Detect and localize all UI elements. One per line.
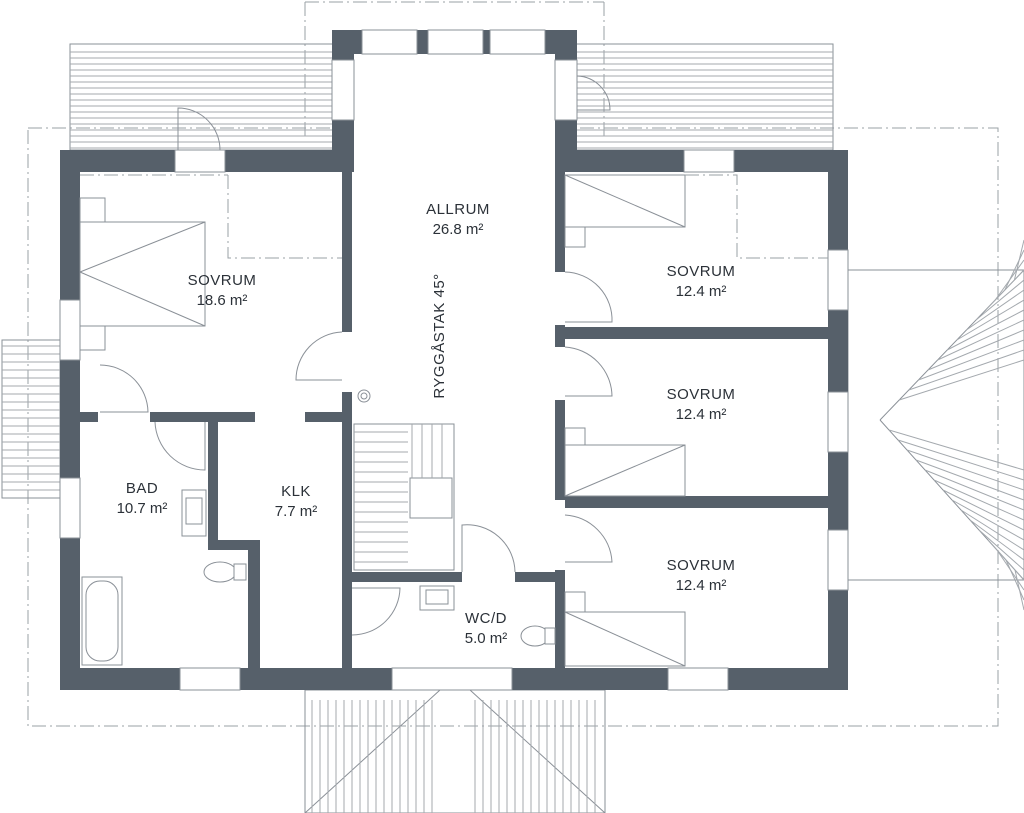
toilet-bad <box>203 561 247 583</box>
chimney-symbol <box>357 389 371 403</box>
ridge-roof-label: RYGGÅSTAK 45° <box>431 273 448 398</box>
room-wcd: WC/D 5.0 m² <box>465 610 508 647</box>
dormer-roof-right <box>847 239 1024 611</box>
room-name: SOVRUM <box>667 557 736 574</box>
balcony-right <box>574 43 834 151</box>
room-name: SOVRUM <box>188 272 257 289</box>
sink-bad <box>181 489 207 537</box>
room-sovrum-3: SOVRUM 12.4 m² <box>667 557 736 594</box>
bed-outlines <box>79 174 828 667</box>
room-name: SOVRUM <box>667 386 736 403</box>
room-allrum: ALLRUM 26.8 m² <box>426 201 490 238</box>
room-name: KLK <box>281 483 311 500</box>
porch-left <box>1 339 61 499</box>
room-area: 12.4 m² <box>676 283 727 300</box>
bathtub <box>81 576 123 666</box>
toilet-wc <box>520 625 556 647</box>
room-area: 5.0 m² <box>465 630 508 647</box>
room-klk: KLK 7.7 m² <box>275 483 318 520</box>
room-area: 12.4 m² <box>676 577 727 594</box>
room-sovrum-main: SOVRUM 18.6 m² <box>188 272 257 309</box>
room-name: BAD <box>126 480 158 497</box>
room-area: 18.6 m² <box>197 292 248 309</box>
staircase <box>353 423 455 571</box>
room-sovrum-2: SOVRUM 12.4 m² <box>667 386 736 423</box>
doors <box>99 75 613 636</box>
room-area: 12.4 m² <box>676 406 727 423</box>
room-name: ALLRUM <box>426 201 490 218</box>
room-name: WC/D <box>465 610 507 627</box>
room-area: 7.7 m² <box>275 503 318 520</box>
room-bad: BAD 10.7 m² <box>117 480 168 517</box>
room-sovrum-1: SOVRUM 12.4 m² <box>667 263 736 300</box>
windows <box>59 29 849 691</box>
balcony-left <box>69 43 336 151</box>
room-area: 10.7 m² <box>117 500 168 517</box>
interior-walls <box>80 172 828 668</box>
room-area: 26.8 m² <box>433 221 484 238</box>
sink-wc <box>419 585 455 611</box>
room-name: SOVRUM <box>667 263 736 280</box>
gable-roof-bottom <box>304 689 606 813</box>
